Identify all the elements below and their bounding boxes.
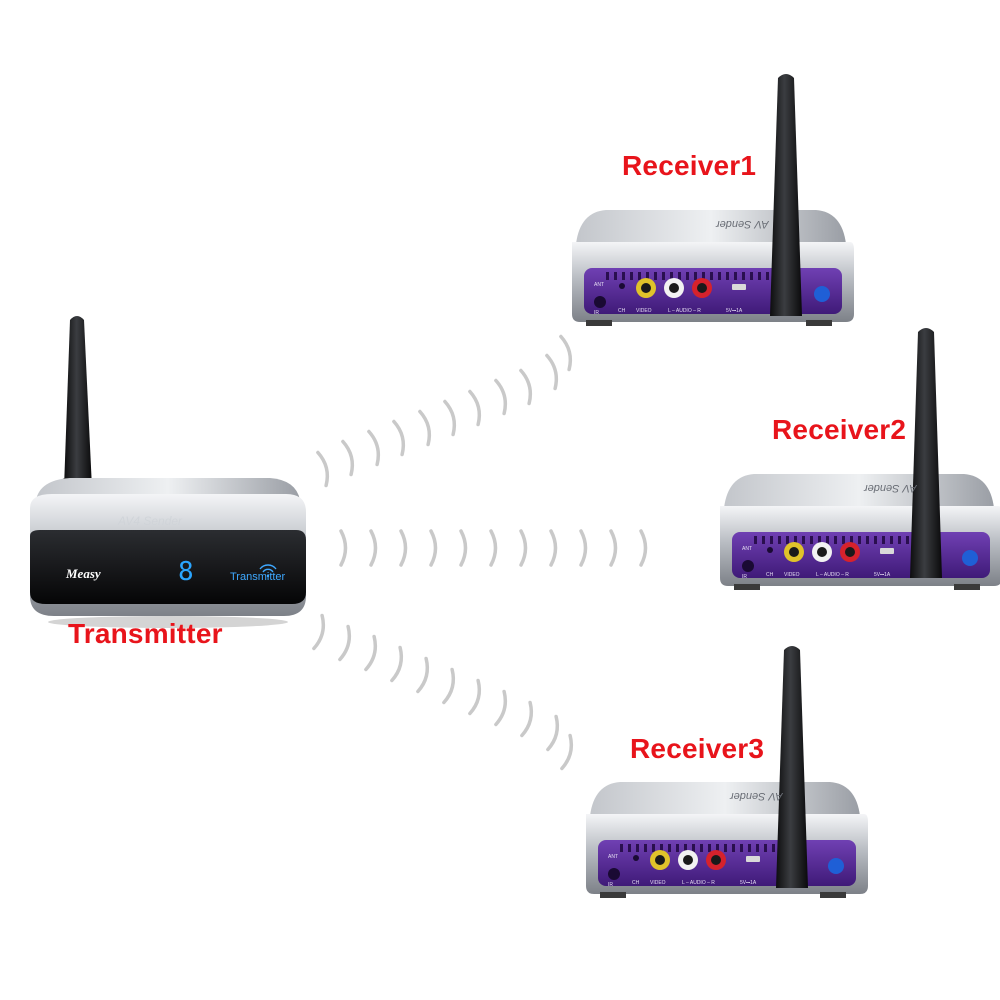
port-label-ch: CH	[766, 572, 774, 578]
channel-display: 8	[178, 557, 194, 587]
port-label-video: VIDEO	[650, 880, 666, 886]
antenna-icon	[776, 646, 808, 888]
transmitter-label: Transmitter	[68, 618, 223, 649]
port-label-ir: IR	[608, 882, 613, 888]
receiver1-label: Receiver1	[622, 150, 757, 181]
receiver1-device	[572, 74, 854, 326]
receiver3-device	[586, 646, 868, 898]
port-label-ant: ANT	[594, 282, 604, 288]
port-label-audio: L – AUDIO – R	[816, 572, 849, 578]
receiver-model-text: AV Sender	[864, 482, 917, 494]
port-label-audio: L – AUDIO – R	[668, 308, 701, 314]
port-label-power: 5V⎓1A	[874, 572, 891, 578]
port-label-ant: ANT	[742, 546, 752, 552]
port-label-video: VIDEO	[636, 308, 652, 314]
transmitter-panel-text: Transmitter	[230, 571, 286, 583]
port-label-ch: CH	[618, 308, 626, 314]
signal-wave-icon	[316, 333, 576, 488]
transmitter-front: AV4 Sender Measy 8 Transmitter	[30, 490, 310, 620]
wifi-icon	[259, 564, 277, 578]
receiver2-ports: AV Sender ANT IR CH VIDEO L – AUDIO – R …	[714, 470, 1000, 590]
receiver3-ports: AV Sender ANT IR CH VIDEO L – AUDIO – R …	[580, 778, 870, 898]
port-label-audio: L – AUDIO – R	[682, 880, 715, 886]
receiver-model-text: AV Sender	[730, 790, 783, 802]
antenna-icon	[64, 316, 92, 488]
port-label-ir: IR	[742, 574, 747, 580]
port-label-power: 5V⎓1A	[740, 880, 757, 886]
transmitter-model-text: AV4 Sender	[118, 514, 183, 528]
antenna-icon	[770, 74, 802, 316]
signal-wave-icon	[312, 613, 577, 772]
port-label-video: VIDEO	[784, 572, 800, 578]
receiver1-ports: AV Sender ANT IR CH VIDEO L – AUDIO – R …	[566, 206, 856, 326]
receiver-model-text: AV Sender	[716, 218, 769, 230]
port-label-ant: ANT	[608, 854, 618, 860]
receiver2-label: Receiver2	[772, 414, 907, 445]
port-label-power: 5V⎓1A	[726, 308, 743, 314]
port-label-ch: CH	[632, 880, 640, 886]
antenna-icon	[910, 328, 942, 578]
port-label-ir: IR	[594, 310, 599, 316]
signal-wave-icon	[339, 529, 648, 567]
receiver2-device	[720, 328, 1000, 590]
transmitter-device	[30, 316, 306, 628]
brand-logo: Measy	[66, 566, 101, 581]
receiver3-label: Receiver3	[630, 733, 765, 764]
